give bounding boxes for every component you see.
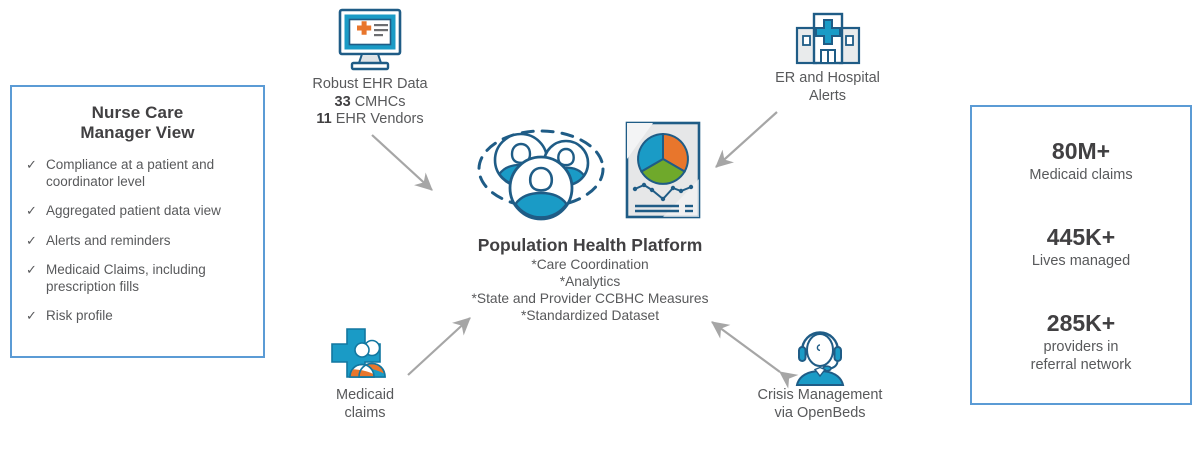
- stat-medicaid-claims: 80M+ Medicaid claims: [972, 137, 1190, 184]
- platform-title: Population Health Platform: [477, 235, 703, 255]
- cmhc-count: 33: [334, 93, 351, 110]
- node-crisis-management: Crisis Management via OpenBeds: [730, 325, 910, 422]
- stat-label-line2: referral network: [1030, 356, 1132, 373]
- capability-item: *Standardized Dataset: [520, 308, 660, 323]
- node-caption: Crisis Management via OpenBeds: [730, 387, 910, 422]
- caption-line-3: 11 EHR Vendors: [275, 111, 465, 129]
- medical-cross-people-icon: [290, 325, 440, 387]
- stat-label-line1: providers in: [1043, 338, 1119, 355]
- check-icon: ✓: [26, 232, 37, 248]
- panel-title: Nurse Care Manager View: [12, 103, 263, 143]
- capability-item: *State and Provider CCBHC Measures: [471, 291, 709, 306]
- caption-line-2: via OpenBeds: [774, 404, 866, 421]
- check-icon: ✓: [26, 157, 37, 172]
- arrow-ehr-to-platform: [371, 134, 433, 191]
- list-item-label: Compliance at a patient and coordinator …: [46, 157, 215, 189]
- computer-monitor-ehr-icon: [275, 8, 465, 76]
- headset-operator-icon: [730, 325, 910, 387]
- stat-value: 445K+: [1046, 223, 1116, 250]
- capability-item: *Analytics: [559, 274, 621, 289]
- population-health-platform: Population Health Platform *Care Coordin…: [430, 118, 750, 324]
- vendor-count: 11: [316, 111, 332, 127]
- capability-item: *Care Coordination: [531, 257, 649, 272]
- caption-line-2: 33 CMHCs: [275, 94, 465, 112]
- panel-title-line2: Manager View: [80, 123, 195, 142]
- stat-value: 285K+: [1046, 309, 1116, 336]
- list-item: ✓ Alerts and reminders: [12, 233, 263, 250]
- check-icon: ✓: [26, 203, 37, 218]
- list-item-label: Risk profile: [46, 308, 113, 323]
- list-item: ✓ Aggregated patient data view: [12, 203, 263, 220]
- list-item-label: Alerts and reminders: [46, 232, 171, 248]
- node-caption: Robust EHR Data 33 CMHCs 11 EHR Vendors: [275, 76, 465, 129]
- caption-line-1: Medicaid: [335, 387, 395, 403]
- vendor-label: EHR Vendors: [331, 111, 424, 127]
- node-caption: Medicaid claims: [290, 387, 440, 422]
- list-item: ✓ Medicaid Claims, including prescriptio…: [12, 262, 263, 295]
- list-item: ✓ Risk profile: [12, 308, 263, 325]
- caption-line-1: Crisis Management: [757, 387, 883, 403]
- list-item-label: Aggregated patient data view: [46, 203, 221, 218]
- stat-value: 80M+: [1051, 137, 1111, 164]
- node-er-hospital-alerts: ER and Hospital Alerts: [735, 8, 920, 105]
- hospital-building-icon: [735, 8, 920, 70]
- feature-list: ✓ Compliance at a patient and coordinato…: [12, 157, 263, 325]
- stat-label: providers in referral network: [972, 338, 1190, 374]
- node-medicaid-claims: Medicaid claims: [290, 325, 440, 422]
- node-caption: ER and Hospital Alerts: [735, 70, 920, 105]
- center-icon-row: [430, 118, 750, 228]
- stat-label: Medicaid claims: [1029, 166, 1133, 183]
- check-icon: ✓: [26, 308, 37, 323]
- list-item-label: Medicaid Claims, including prescription …: [46, 262, 206, 294]
- caption-line-2: claims: [344, 404, 386, 421]
- caption-line-1: ER and Hospital: [775, 70, 880, 86]
- node-robust-ehr-data: Robust EHR Data 33 CMHCs 11 EHR Vendors: [275, 8, 465, 129]
- nurse-care-manager-panel: Nurse Care Manager View ✓ Compliance at …: [10, 85, 265, 358]
- panel-title-line1: Nurse Care: [91, 103, 184, 122]
- key-metrics-panel: 80M+ Medicaid claims 445K+ Lives managed…: [970, 105, 1192, 405]
- stat-lives-managed: 445K+ Lives managed: [972, 223, 1190, 270]
- people-group-icon: [471, 117, 611, 230]
- stat-label: Lives managed: [1031, 252, 1131, 269]
- cmhc-label: CMHCs: [350, 93, 406, 110]
- caption-line-1: Robust EHR Data: [312, 76, 428, 92]
- caption-line-2: Alerts: [808, 87, 847, 104]
- pie-chart-report-icon: [617, 119, 709, 228]
- check-icon: ✓: [26, 262, 37, 277]
- stat-providers-referral-network: 285K+ providers in referral network: [972, 309, 1190, 374]
- platform-capabilities: *Care Coordination *Analytics *State and…: [430, 256, 750, 324]
- list-item: ✓ Compliance at a patient and coordinato…: [12, 157, 263, 190]
